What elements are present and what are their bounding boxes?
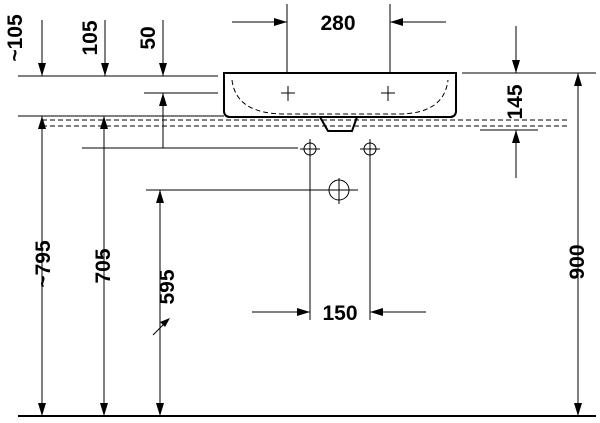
dim-595-label: 595 xyxy=(156,269,179,304)
dim-105-label: 105 xyxy=(79,20,102,55)
connection-markers xyxy=(146,139,380,204)
dim-705-label: 705 xyxy=(92,248,115,283)
dimension-280: 280 xyxy=(232,4,446,72)
dimension-left-upper: ~105 105 50 xyxy=(4,14,218,77)
dim-280-label: 280 xyxy=(320,12,355,35)
dim-50-label: 50 xyxy=(137,26,160,49)
dim-900-label: 900 xyxy=(566,244,589,279)
dim-795-label: ~795 xyxy=(32,240,55,288)
dim-approx-105-label: ~105 xyxy=(4,14,27,62)
dim-145-label: 145 xyxy=(504,84,527,119)
dimension-705: 705 xyxy=(92,116,115,416)
dimension-595: 595 xyxy=(152,190,179,416)
dimension-right: 145 900 xyxy=(462,26,596,416)
basin xyxy=(223,72,457,132)
reference-arrow xyxy=(82,92,298,149)
dimension-795: ~795 xyxy=(32,116,55,416)
dim-150-label: 150 xyxy=(322,302,357,325)
dimension-150: 150 xyxy=(252,157,426,325)
